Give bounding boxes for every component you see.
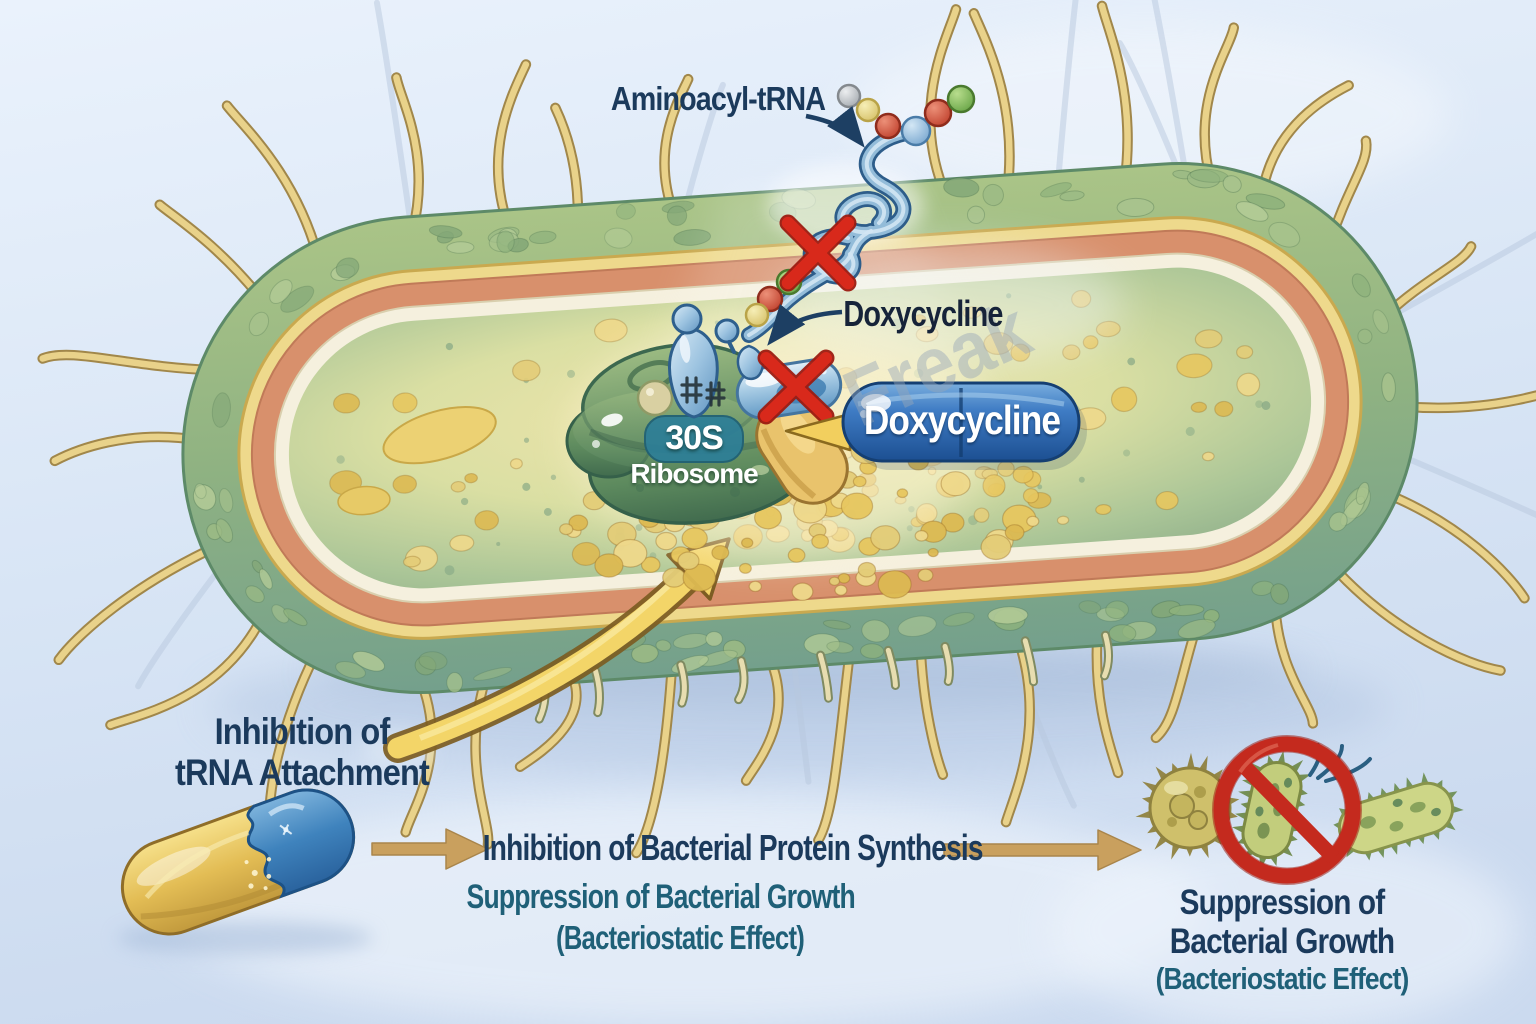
aminoacyl-pointer-arrow <box>805 105 865 148</box>
doxycycline-annotation-label: Doxycycline <box>843 293 1003 334</box>
doxycycline-pill-badge <box>784 381 1087 470</box>
suppression-right-line1: Suppression of <box>1179 883 1385 922</box>
inhibited-bacteria-icon <box>1135 735 1464 885</box>
protein-synthesis-label: Inhibition of Bacterial Protein Synthesi… <box>482 827 984 868</box>
capsule-speckles <box>244 857 272 891</box>
drug-capsule-icon <box>120 788 356 936</box>
flow-arrow-1 <box>371 828 489 870</box>
codon-rungs <box>680 376 726 407</box>
cell-wall-texture <box>192 168 1396 693</box>
flow-arrow-2 <box>943 829 1142 871</box>
suppression-center-label: Suppression of Bacterial Growth <box>466 878 856 916</box>
coccus-bacterium <box>1135 752 1240 860</box>
ribosome-subunit-label: 30S <box>665 419 724 457</box>
bacteriostatic-center-label: (Bacteriostatic Effect) <box>555 919 805 956</box>
nucleoid-body <box>382 406 497 465</box>
inhibition-trna-label: Inhibition of tRNA Attachment <box>147 711 457 793</box>
blocked-x-icon-pill <box>757 349 835 425</box>
bg-glow-bottom-right <box>1050 830 1520 1024</box>
ribosome-vesicle <box>636 379 674 417</box>
doxycycline-pointer-arrow <box>767 304 843 346</box>
ribosome-30s-illustration <box>565 303 849 525</box>
suppression-right-line3: (Bacteriostatic Effect) <box>1155 961 1410 996</box>
annotation-arrows <box>767 105 865 346</box>
suppression-right-line2: Bacterial Growth <box>1169 922 1395 961</box>
inhibition-trna-line2: tRNA Attachment <box>175 752 430 793</box>
inhibition-trna-line1: Inhibition of <box>214 711 391 752</box>
no-symbol-icon <box>1212 735 1362 885</box>
pili-thorns <box>534 630 1114 724</box>
ribosome-label: Ribosome <box>630 458 758 489</box>
aminoacyl-trna-label: Aminoacyl-tRNA <box>610 80 826 117</box>
blocked-x-icon-trna <box>779 214 857 292</box>
nucleoid-body-small <box>337 485 391 516</box>
doxycycline-badge-label: Doxycycline <box>863 397 1061 443</box>
trna-binding-site <box>668 303 765 419</box>
suppression-right-label: Suppression of Bacterial Growth (Bacteri… <box>1131 883 1434 997</box>
